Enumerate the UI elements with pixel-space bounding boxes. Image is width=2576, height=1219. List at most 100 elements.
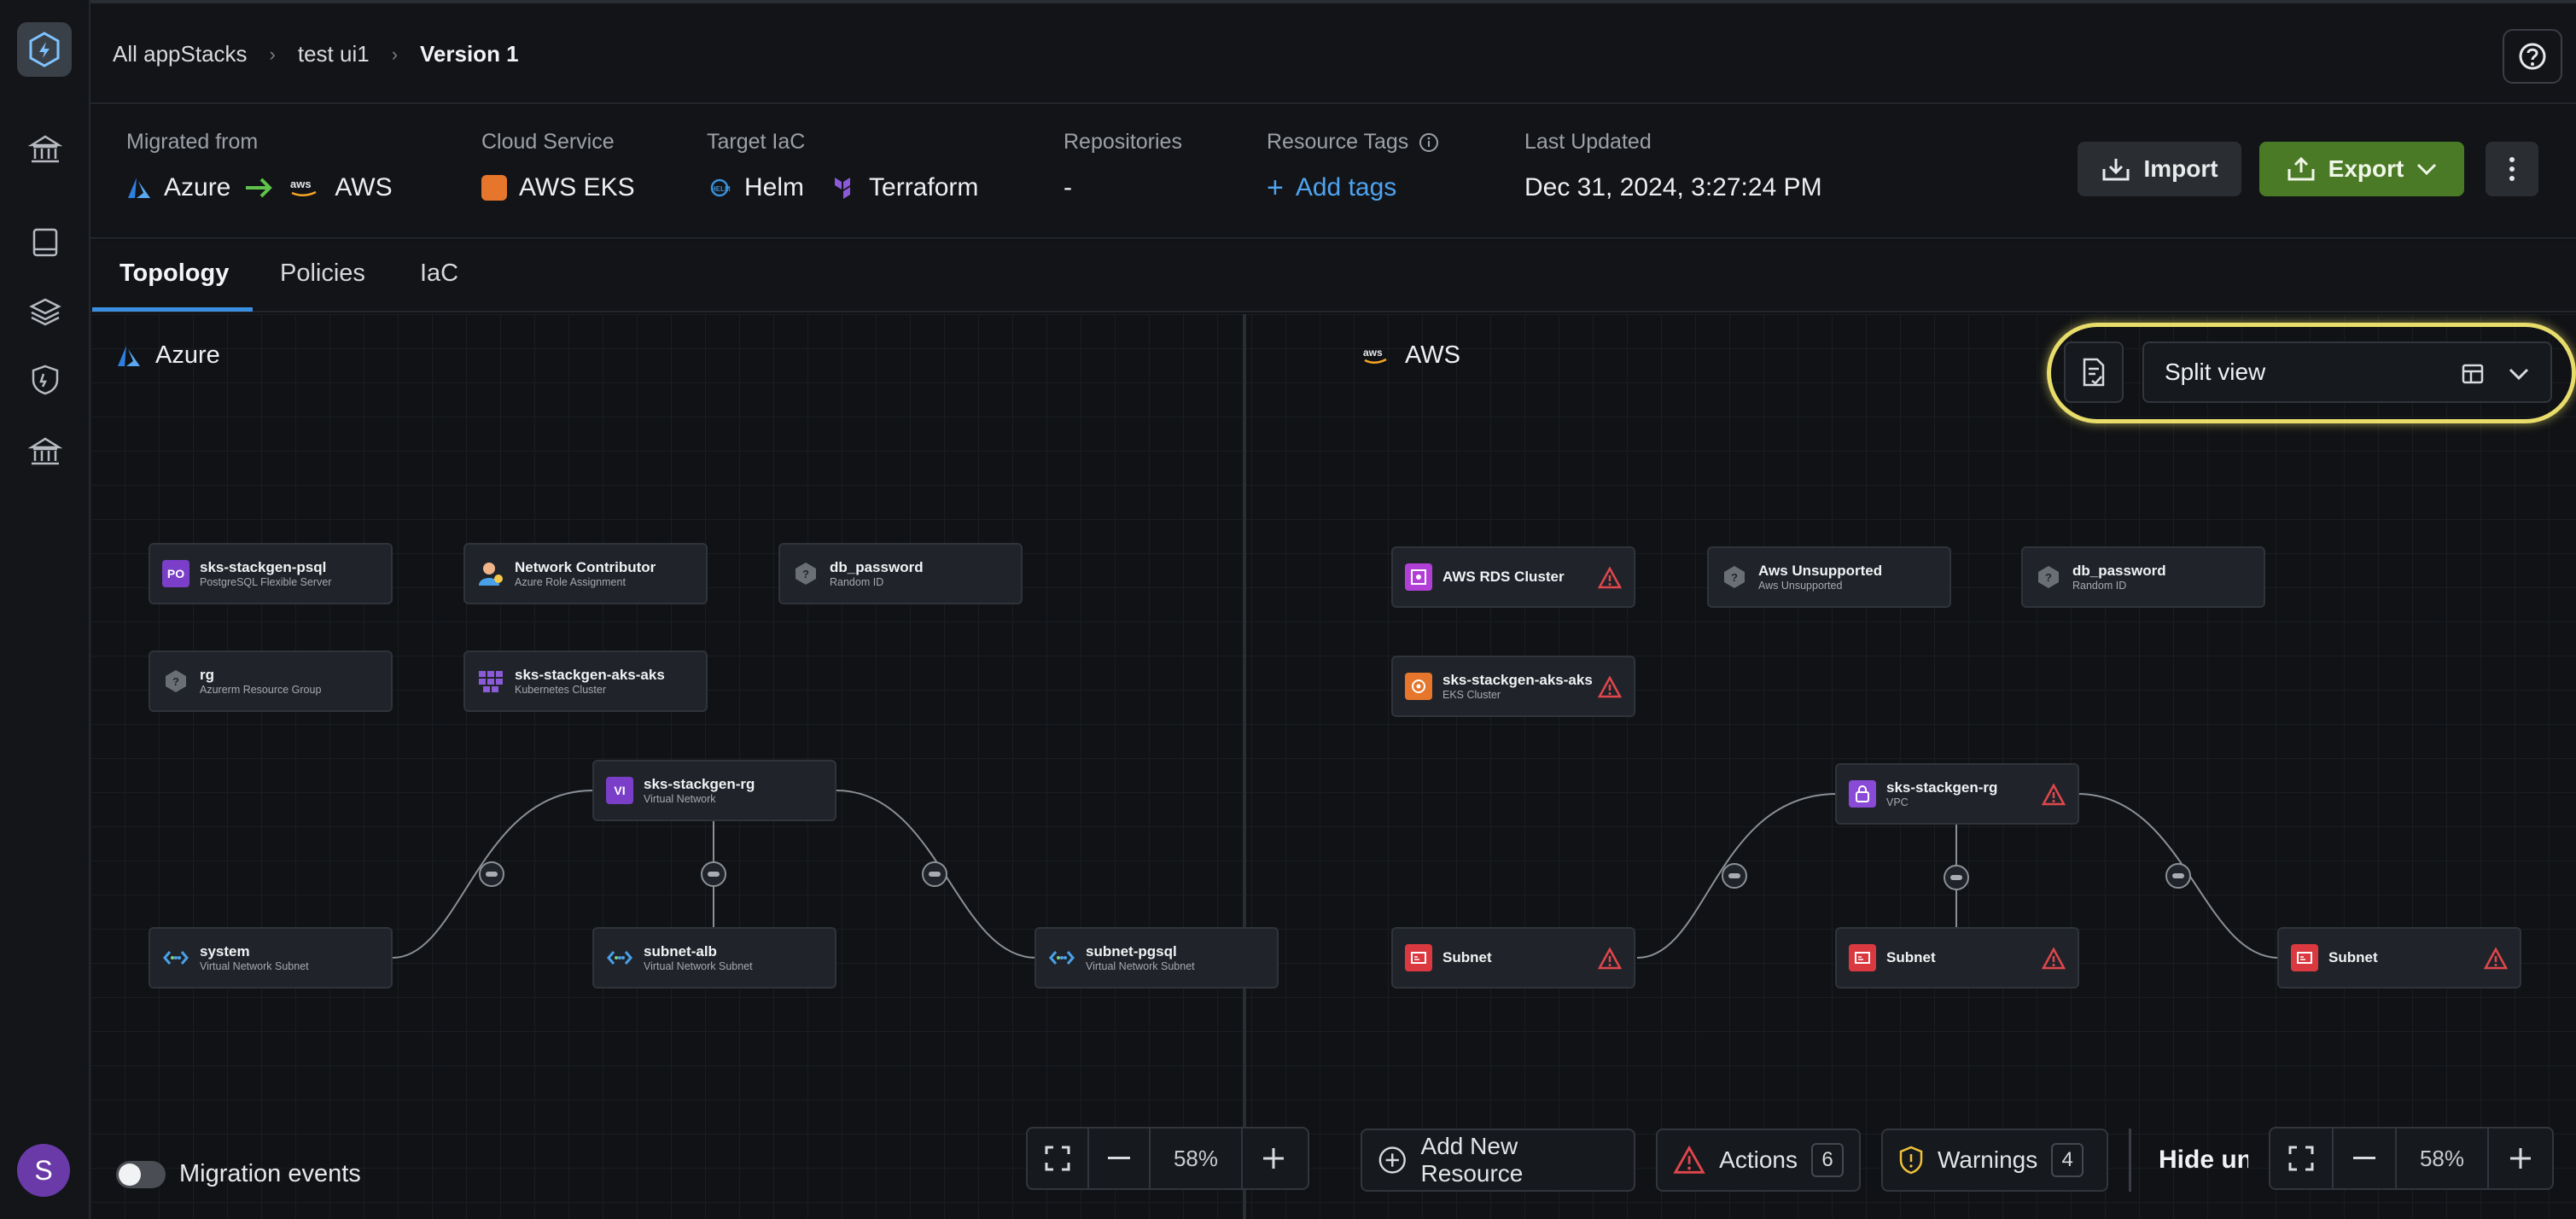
svg-text:?: ? [1731,571,1738,584]
hide-unsupported-button[interactable]: Hide unsupported [2129,1129,2248,1192]
summary-report-button[interactable] [2064,341,2124,403]
node-name: rg [200,667,214,684]
last-updated-value: Dec 31, 2024, 3:27:24 PM [1524,173,1822,201]
aws-node-subnet-3[interactable]: Subnet [2277,927,2521,989]
help-button[interactable] [2503,29,2562,84]
aws-icon: aws [290,178,317,196]
chevron-down-icon [2417,163,2437,176]
tab-policies[interactable]: Policies [280,260,365,287]
tab-iac[interactable]: IaC [420,260,459,287]
node-type: VPC [1886,796,1909,808]
migration-events-toggle[interactable] [116,1161,166,1188]
breadcrumb-all-appstacks[interactable]: All appStacks [113,41,248,67]
aws-title: AWS [1405,341,1460,369]
warnings-button[interactable]: Warnings 4 [1881,1129,2108,1192]
node-name: db_password [830,559,924,576]
fit-view-button[interactable] [2270,1129,2334,1188]
node-type: Random ID [2072,579,2127,592]
actions-button[interactable]: Actions 6 [1656,1129,1861,1192]
cloud-service: Cloud Service AWS EKS [481,130,635,207]
aws-node-subnet-2[interactable]: Subnet [1835,927,2079,989]
svg-text:aws: aws [290,178,312,190]
warning-icon[interactable] [1598,567,1622,589]
bank-icon[interactable] [27,131,63,167]
warning-icon [1673,1145,1705,1174]
add-tags-link[interactable]: + Add tags [1267,168,1439,207]
more-options-button[interactable] [2486,142,2538,196]
aws-node-rds[interactable]: AWS RDS Cluster [1391,546,1635,608]
active-tab-indicator [92,307,253,312]
split-divider[interactable] [1243,314,1246,1219]
zoom-in-button[interactable] [2489,1129,2552,1188]
warning-icon[interactable] [1598,948,1622,970]
terraform-icon [835,178,851,199]
aws-subnet-icon [1849,944,1876,971]
virtual-network-icon: VI [606,777,633,804]
add-tags-label: Add tags [1295,173,1397,201]
export-icon [2288,156,2315,181]
svg-text:?: ? [2045,571,2052,584]
node-name: Subnet [1442,949,1492,966]
subnet-icon [606,944,633,971]
shield-icon[interactable] [27,362,63,398]
kebab-icon [2509,157,2515,181]
layers-icon[interactable] [27,294,63,330]
node-type: Virtual Network Subnet [200,959,309,972]
view-mode-select[interactable]: Split view [2142,341,2552,403]
warning-icon[interactable] [2042,784,2066,806]
zoom-out-button[interactable] [1089,1129,1151,1188]
app-logo[interactable] [17,22,72,77]
topology-canvas[interactable] [90,314,2576,1219]
tab-topology[interactable]: Topology [119,260,230,287]
plus-icon [2510,1148,2531,1169]
node-type: Virtual Network Subnet [644,959,753,972]
warning-icon[interactable] [2484,948,2508,970]
warning-icon[interactable] [1598,676,1622,698]
book-icon[interactable] [27,225,63,261]
repositories-label: Repositories [1064,130,1182,154]
warnings-count-badge: 4 [2051,1143,2084,1177]
fit-view-button[interactable] [1028,1129,1089,1188]
node-type: Azure Role Assignment [515,575,626,588]
source-cloud: Azure [164,173,231,201]
add-circle-icon [1378,1146,1406,1174]
repositories-value: - [1064,173,1072,201]
breadcrumb-appstack[interactable]: test ui1 [297,41,370,67]
migrated-from: Migrated from Azure aws AWS [126,130,393,207]
warning-icon[interactable] [2042,948,2066,970]
last-updated-label: Last Updated [1524,130,1652,154]
import-button[interactable]: Import [2078,142,2241,196]
migrated-from-label: Migrated from [126,130,259,154]
export-button[interactable]: Export [2259,142,2464,196]
chevron-right-icon: › [391,43,399,65]
vpc-icon [1849,780,1876,808]
aws-subnet-icon [2291,944,2318,971]
zoom-in-button[interactable] [1243,1129,1304,1188]
zoom-out-button[interactable] [2334,1129,2397,1188]
aws-node-subnet-1[interactable]: Subnet [1391,927,1635,989]
info-icon[interactable] [1419,132,1439,153]
subnet-icon [162,944,189,971]
user-avatar[interactable]: S [17,1144,70,1197]
bank-icon-2[interactable] [27,434,63,470]
node-type: Virtual Network [644,792,716,805]
shield-warning-icon [1899,1146,1923,1175]
add-new-resource-button[interactable]: Add New Resource [1361,1129,1635,1192]
zoom-level: 58% [2397,1129,2489,1188]
layout-icon [2462,364,2484,384]
migration-events-label: Migration events [179,1160,361,1187]
